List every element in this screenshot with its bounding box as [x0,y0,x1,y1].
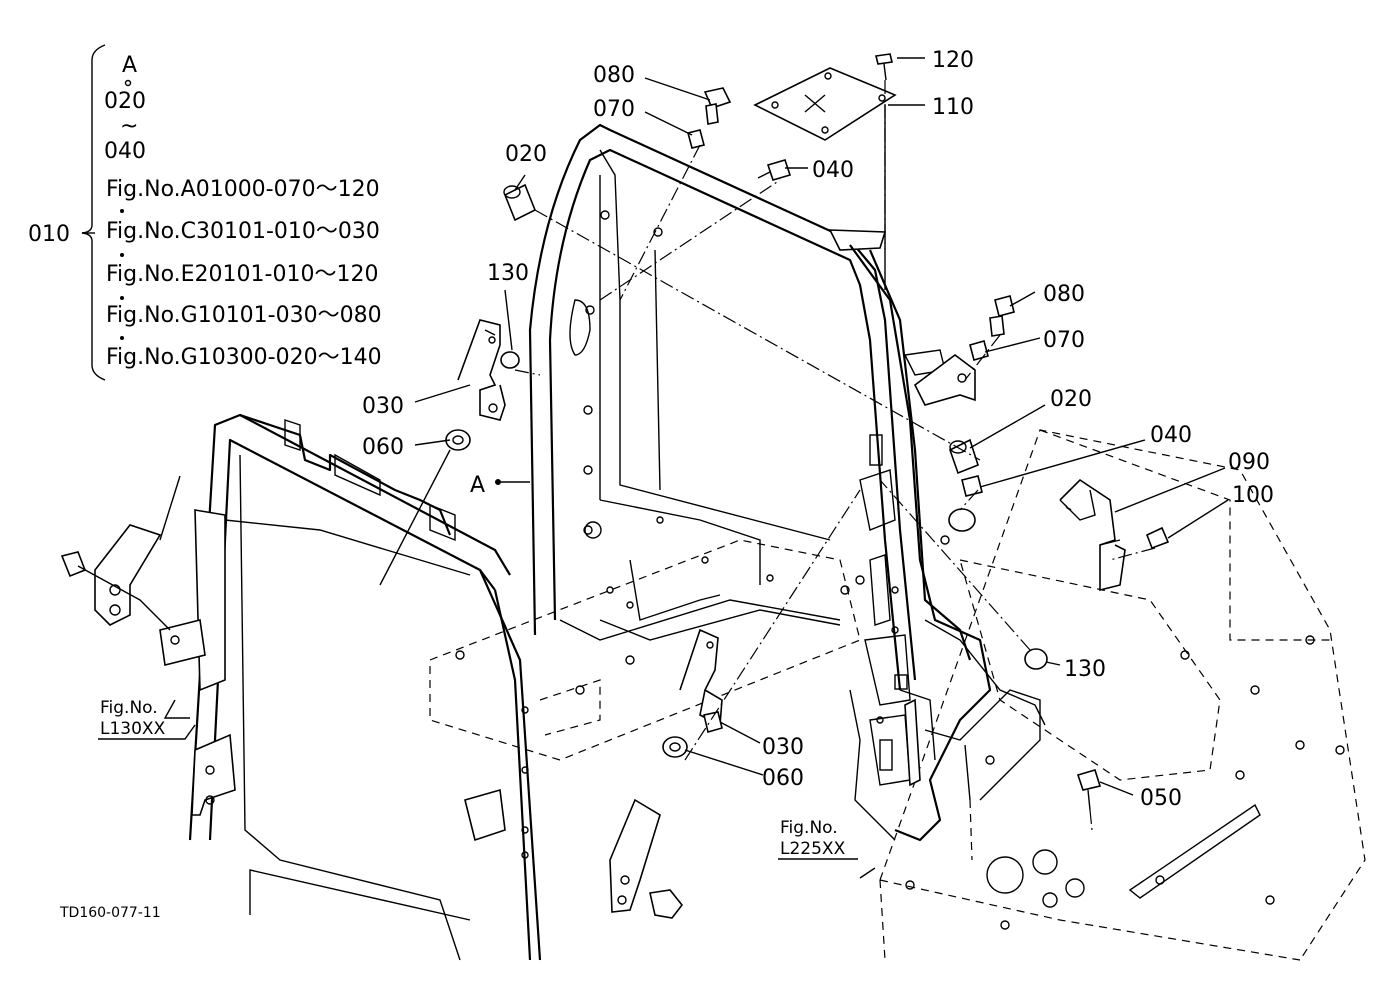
fasteners [445,53,1170,811]
fig-ref-right-line1: Fig.No. [780,818,838,838]
left-cab-frame [188,413,542,961]
callout-030-left: 030 [362,394,404,419]
cover-plate-110 [753,67,897,141]
callout-080-top: 080 [593,63,635,88]
assembly-callout: 010 [28,222,70,247]
assembly-text: 010 A 020 ~ 040 Fig.No.A01000-070～120 Fi… [28,53,382,370]
leader-lines [163,57,1229,879]
callout-050: 050 [1140,786,1182,811]
callout-130-left: 130 [487,261,529,286]
left-side-bracket [60,475,206,666]
callout-labels: 120 110 080 070 020 040 130 030 060 080 … [362,48,1274,811]
fig-ref-right: Fig.No. L225XX [778,818,858,860]
assembly-ref-4: Fig.No.G10300-020～140 [106,345,382,370]
drawing-code: TD160-077-11 [59,905,161,921]
fig-ref-left: Fig.No. L130XX [98,698,196,740]
callout-040-top: 040 [812,158,854,183]
callout-080-right: 080 [1043,282,1085,307]
assembly-brace [81,44,106,381]
bracket-030-bottom [679,628,723,727]
callout-030-bottom: 030 [762,735,804,760]
fig-ref-left-line1: Fig.No. [100,698,158,718]
callout-110: 110 [932,95,974,120]
callout-100: 100 [1232,483,1274,508]
center-lines [514,80,1156,831]
assembly-ref-1: Fig.No.C30101-010～030 [106,219,380,244]
callout-060-left: 060 [362,435,404,460]
fig-ref-left-line2: L130XX [100,719,166,739]
assembly-item-tilde: ~ [120,114,138,139]
bracket-090 [1059,478,1126,592]
callout-020-top: 020 [505,142,547,167]
assembly-item-040: 040 [104,139,146,164]
callout-060-bottom: 060 [762,766,804,791]
callout-130-right: 130 [1064,657,1106,682]
callout-090: 090 [1228,450,1270,475]
assembly-item-020: 020 [104,89,146,114]
assembly-ref-2: Fig.No.E20101-010～120 [106,262,378,287]
fig-ref-right-line2: L225XX [780,839,846,859]
lower-arm-bracket [609,798,684,919]
right-upper-bracket [913,354,976,406]
assembly-ref-3: Fig.No.G10101-030～080 [106,303,382,328]
callout-120: 120 [932,48,974,73]
bracket-030-left [457,319,506,421]
assembly-ref-0: Fig.No.A01000-070～120 [106,177,380,202]
pillar-floor-bracket [899,689,973,861]
assembly-item-a: A [122,53,137,78]
seat-back-frame [528,123,917,691]
marker-a: A [470,473,485,498]
callout-070-top: 070 [593,97,635,122]
callout-070-right: 070 [1043,328,1085,353]
callout-040-right: 040 [1150,423,1192,448]
marker-a-group: A [470,473,501,498]
callout-020-right: 020 [1050,387,1092,412]
